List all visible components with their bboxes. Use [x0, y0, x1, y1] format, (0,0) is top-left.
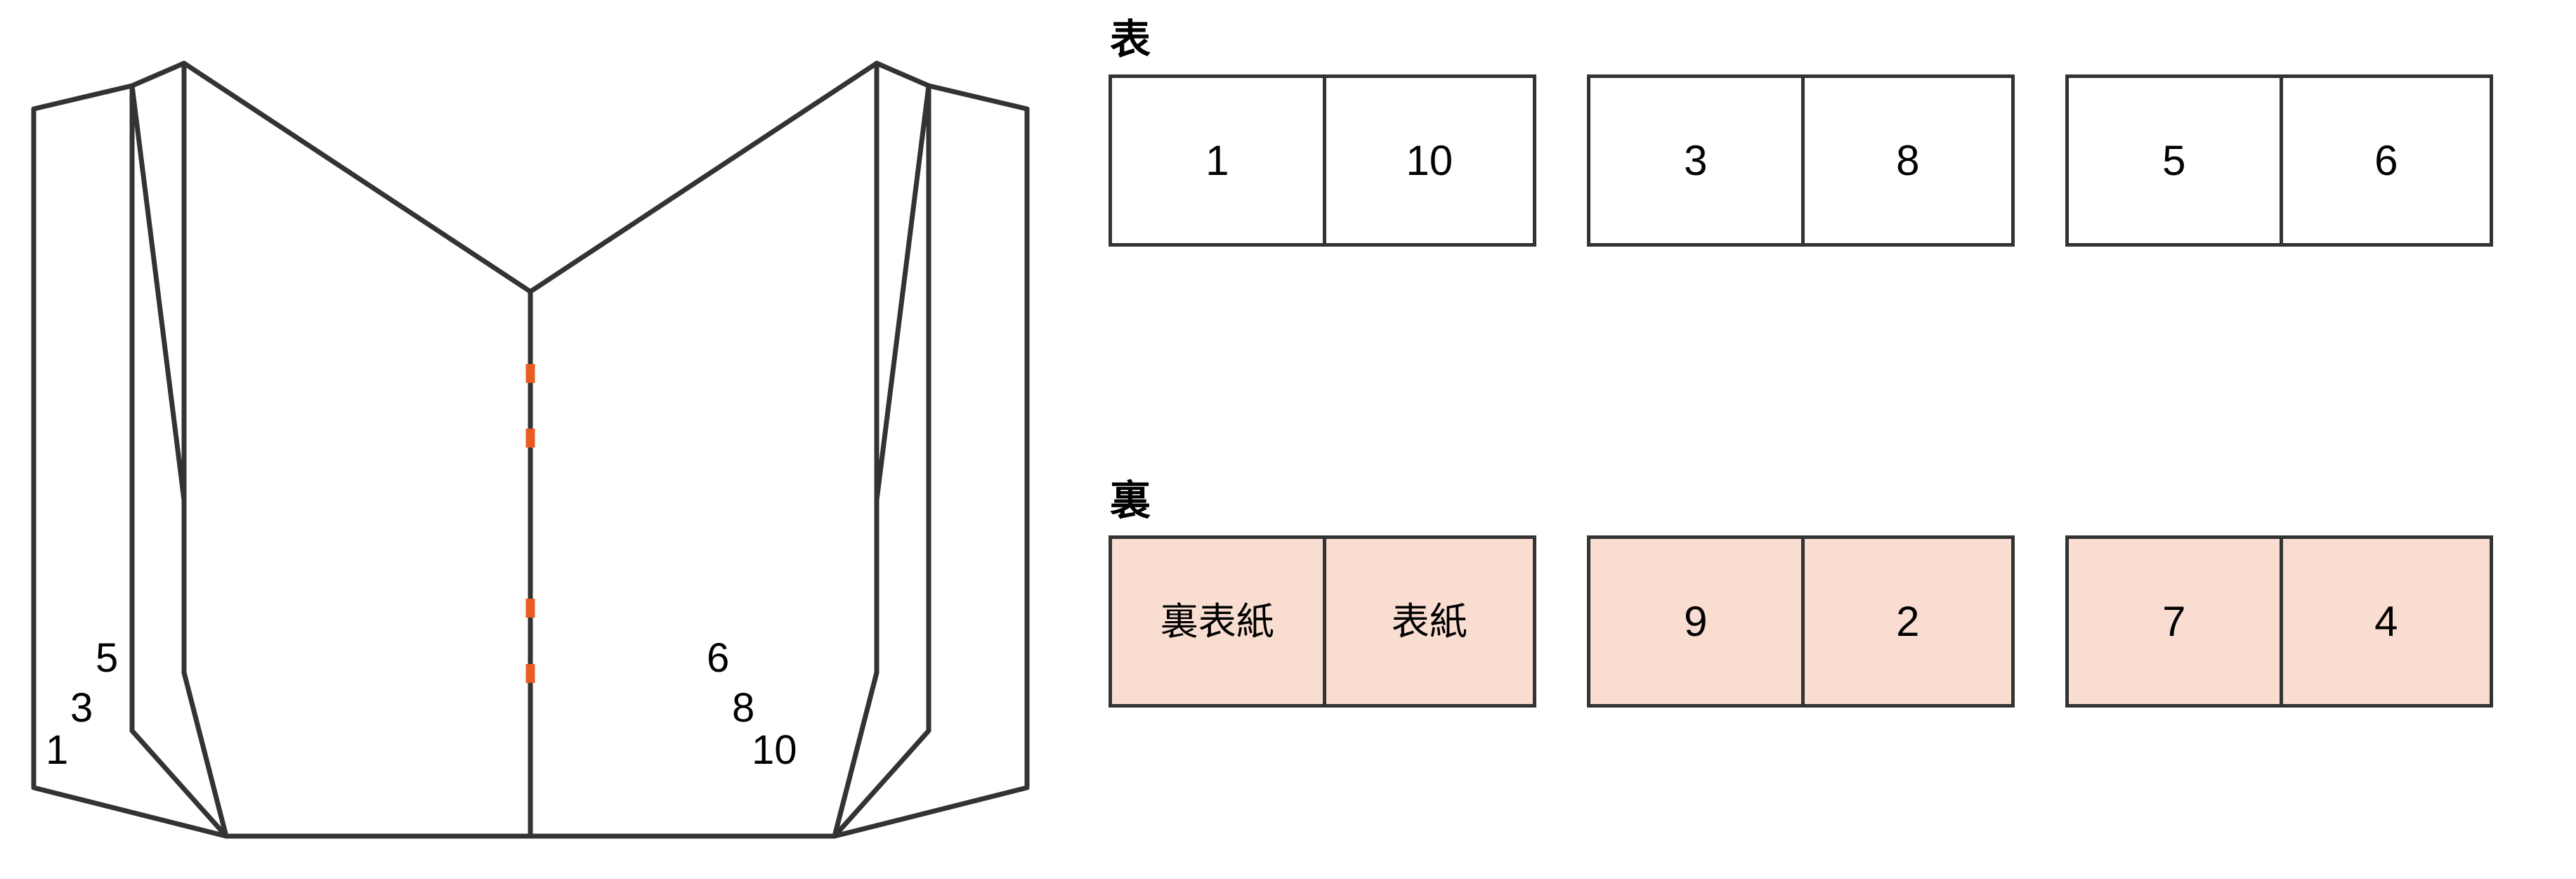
panel-cell: 10 [1322, 78, 1534, 243]
panel-cell: 5 [2162, 136, 2186, 184]
panel-cell: 表紙 [1322, 539, 1534, 704]
panel-cell: 7 [2162, 597, 2186, 645]
page-number-label: 6 [707, 635, 729, 681]
front-sheet: 1 10 [1109, 74, 1536, 247]
panel-cell: 裏表紙 [1160, 600, 1274, 643]
panel-cell: 2 [1800, 539, 2012, 704]
panel-cell: 3 [1684, 136, 1708, 184]
page-number-label: 8 [732, 685, 754, 731]
leaf-outer-right [832, 83, 1030, 839]
panel-cell: 1 [1205, 136, 1229, 184]
panel-cell: 8 [1800, 78, 2012, 243]
page-number-label: 3 [70, 685, 93, 731]
page-number-label: 10 [752, 727, 797, 773]
page-number-label: 5 [96, 635, 118, 681]
panel-cell: 6 [2279, 78, 2490, 243]
leaf-inner-left [181, 60, 533, 839]
panel-cell: 9 [1684, 597, 1708, 645]
leaf-inner-right [528, 60, 880, 839]
front-side-label: 表 [1110, 17, 1151, 63]
page-number-label: 1 [46, 727, 68, 773]
back-sheet: 裏表紙 表紙 [1109, 535, 1536, 708]
back-side-label: 裏 [1110, 478, 1151, 523]
leaf-outer-left [31, 83, 229, 839]
panel-cell: 4 [2279, 539, 2490, 704]
